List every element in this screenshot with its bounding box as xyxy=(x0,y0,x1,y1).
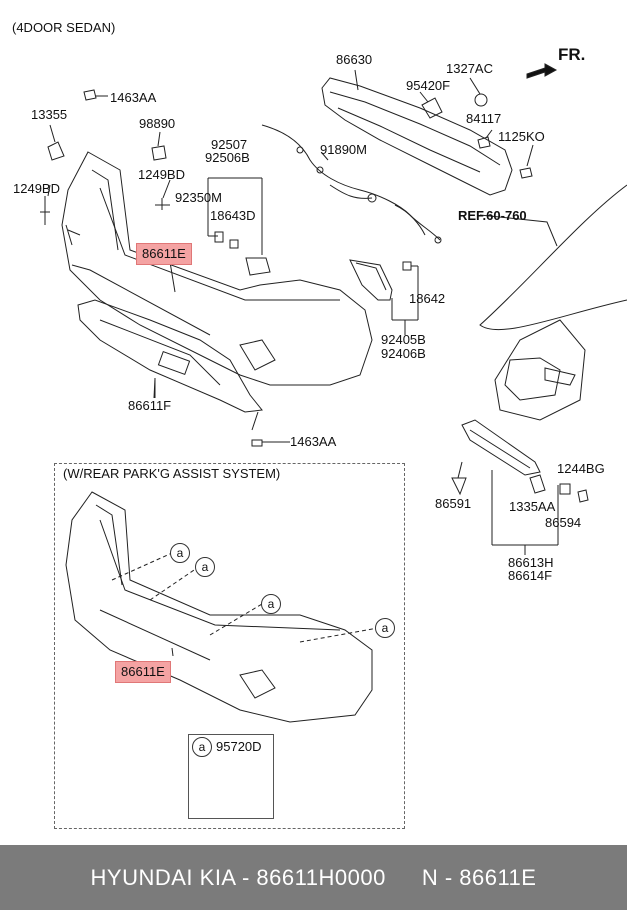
bumper-beam-86630 xyxy=(321,69,513,196)
marker-a-4: a xyxy=(375,618,395,638)
part-label-84117: 84117 xyxy=(466,111,502,126)
part-label-86594: 86594 xyxy=(545,515,582,530)
part-label-86591: 86591 xyxy=(435,496,472,511)
part-label-18642: 18642 xyxy=(409,291,446,306)
part-label-92406b: 92406B xyxy=(381,346,426,361)
highlighted-part-86611e-inset[interactable]: 86611E xyxy=(115,661,171,683)
part-label-91890m: 91890M xyxy=(320,142,367,157)
front-arrow-icon xyxy=(526,63,558,79)
reflector-lamp-92405b xyxy=(349,259,393,301)
legend-marker-a: a xyxy=(192,737,212,757)
part-label-86614f: 86614F xyxy=(508,568,553,583)
marker-a-1: a xyxy=(170,543,190,563)
part-label-1463aa-bottom: 1463AA xyxy=(290,434,337,449)
part-label-1249bd-mid: 1249BD xyxy=(138,167,185,182)
marker-a-2: a xyxy=(195,557,215,577)
ref-label: REF.60-760 xyxy=(458,208,527,223)
front-direction-label: FR. xyxy=(558,45,586,64)
part-label-1463aa: 1463AA xyxy=(110,90,157,105)
rear-bumper-86611e xyxy=(61,151,373,386)
part-label-86613h: 86613H xyxy=(508,555,554,570)
wiring-harness-91890m xyxy=(261,124,442,244)
part-label-1125ko: 1125KO xyxy=(498,129,545,144)
part-label-1327ac: 1327AC xyxy=(446,61,493,76)
part-label-95720d: 95720D xyxy=(216,739,262,754)
part-label-1249bd-left: 1249BD xyxy=(13,181,60,196)
part-label-98890: 98890 xyxy=(139,116,176,131)
part-label-13355: 13355 xyxy=(31,107,68,122)
park-assist-inset xyxy=(54,463,405,829)
part-label-1335aa: 1335AA xyxy=(509,499,556,514)
part-label-95420f: 95420F xyxy=(406,78,451,93)
part-label-86630: 86630 xyxy=(336,52,373,67)
part-label-86611f: 86611F xyxy=(128,398,172,413)
side-bracket-86613h xyxy=(451,419,589,503)
quarter-panel-ref xyxy=(479,184,627,421)
footer-oem-number: N - 86611E xyxy=(421,864,537,890)
part-label-1244bg: 1244BG xyxy=(557,461,605,476)
part-label-92350m: 92350M xyxy=(175,190,222,205)
footer-brand-part-number: HYUNDAI KIA - 86611H0000 xyxy=(90,864,386,890)
highlighted-part-86611e[interactable]: 86611E xyxy=(136,243,192,265)
part-label-18643d: 18643D xyxy=(210,208,256,223)
footer-bar: HYUNDAI KIA - 86611H0000 N - 86611E xyxy=(0,845,627,910)
part-label-92405b: 92405B xyxy=(381,332,426,347)
part-label-92506b: 92506B xyxy=(205,150,250,165)
page-title: (4DOOR SEDAN) xyxy=(12,20,116,35)
part-label-92507: 92507 xyxy=(211,137,248,152)
inset-title: (W/REAR PARK'G ASSIST SYSTEM) xyxy=(63,466,281,481)
marker-a-3: a xyxy=(261,594,281,614)
